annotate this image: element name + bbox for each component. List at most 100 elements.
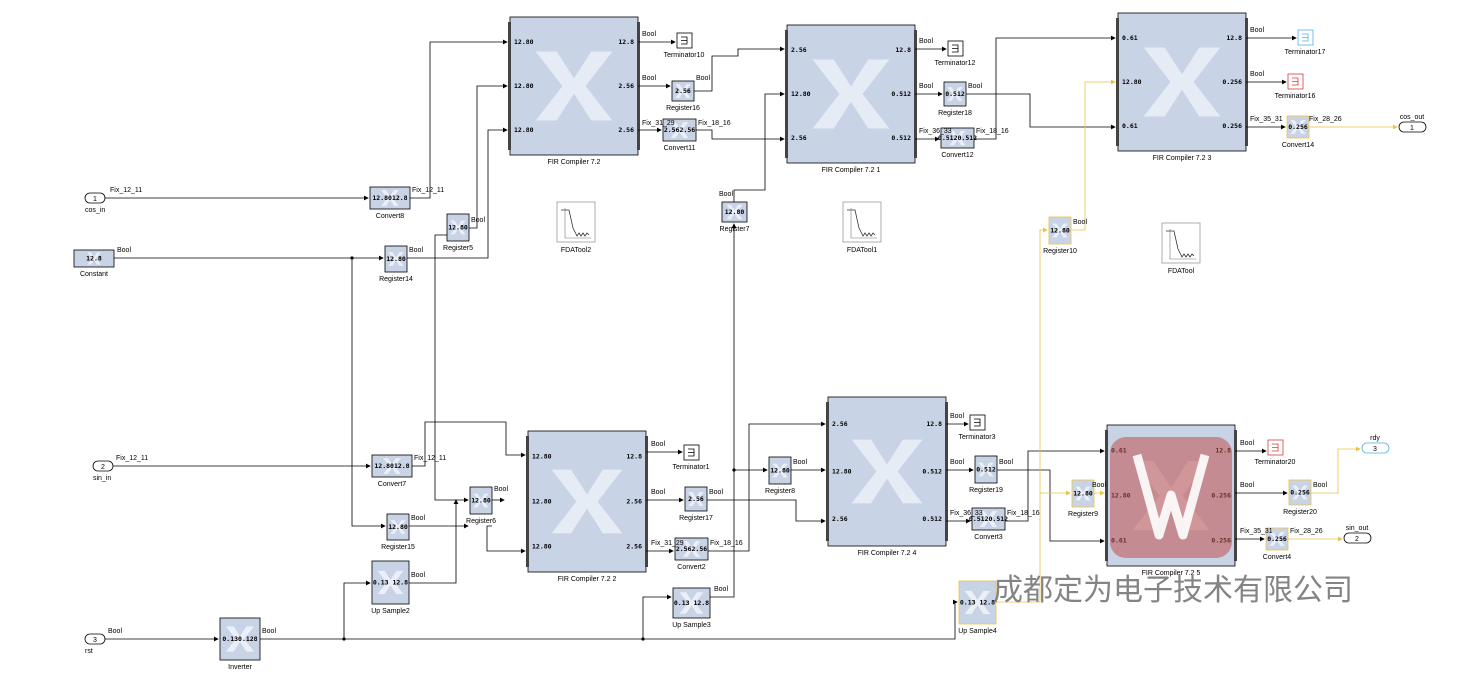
fdatool-block[interactable] [556, 201, 596, 243]
terminator-block[interactable] [683, 444, 700, 461]
upsample-block[interactable] [672, 587, 711, 619]
signal-wire[interactable] [642, 594, 672, 639]
block-name: FIR Compiler 7.2 3 [1153, 155, 1212, 162]
xilinx-logo-icon [450, 220, 466, 235]
block-value-label: 0.512 [945, 90, 965, 98]
signal-label: Fix_18_16 [976, 128, 1009, 135]
register-block[interactable] [384, 245, 408, 273]
output-port[interactable] [1343, 532, 1372, 544]
block-name: Convert4 [1263, 554, 1292, 561]
constant-block[interactable] [73, 249, 115, 268]
signal-wire[interactable] [412, 421, 526, 467]
fir-input-port-label: 2.56 [791, 46, 807, 54]
block-name: Constant [80, 271, 108, 278]
xilinx-logo-icon [87, 252, 101, 265]
block-value-label: 2.56 [675, 87, 691, 95]
block-name: Register6 [466, 518, 496, 525]
block-value-label: 0.512 [976, 466, 996, 474]
signal-label: Bool [1240, 440, 1254, 447]
fir-compiler-block[interactable] [826, 396, 948, 547]
convert-block[interactable] [674, 537, 709, 561]
xilinx-logo-icon [390, 520, 406, 534]
register-block[interactable] [721, 201, 748, 223]
register-block[interactable] [768, 456, 792, 485]
signal-wire[interactable] [469, 83, 508, 229]
convert-block[interactable] [662, 118, 697, 142]
signal-wire[interactable] [997, 469, 1105, 544]
signal-wire[interactable] [996, 227, 1048, 603]
block-value-label: 12.80 [1050, 227, 1070, 235]
signal-label: Bool [709, 489, 723, 496]
convert-block[interactable] [1286, 115, 1310, 139]
xilinx-logo-icon [1292, 485, 1308, 500]
block-name: Convert11 [664, 145, 696, 152]
fir-input-port-label: 12.80 [532, 452, 552, 460]
terminator-block[interactable] [1287, 73, 1304, 90]
terminator-block[interactable] [676, 32, 693, 49]
convert-block[interactable] [940, 127, 975, 149]
inverter-block[interactable] [219, 617, 261, 661]
fir-compiler-block[interactable] [526, 430, 648, 573]
register-block[interactable] [1048, 216, 1072, 245]
terminator-block[interactable] [947, 40, 964, 57]
signal-wire[interactable] [434, 234, 469, 503]
register-block[interactable] [1071, 479, 1095, 508]
convert-block[interactable] [369, 186, 411, 210]
signal-wire[interactable] [966, 93, 1116, 130]
signal-wire[interactable] [1311, 446, 1361, 494]
signal-wire[interactable] [351, 258, 386, 529]
upsample-block[interactable] [958, 580, 997, 625]
block-value-label: 12.8012.8 [374, 462, 409, 470]
block-name: Register16 [666, 105, 700, 112]
signal-label: Fix_18_16 [1007, 510, 1040, 517]
fir-compiler-block[interactable] [1116, 12, 1248, 152]
signal-label: Bool [108, 628, 122, 635]
xilinx-logo-icon [1269, 532, 1285, 546]
xilinx-logo-icon [978, 462, 994, 477]
signal-wire[interactable] [974, 35, 1116, 140]
fir-output-port-label: 0.256 [1222, 122, 1242, 130]
signal-wire[interactable] [707, 499, 826, 524]
register-block[interactable] [943, 81, 967, 107]
xilinx-logo-icon [1143, 47, 1221, 117]
fir-output-port-label: 0.512 [922, 468, 942, 476]
signal-wire[interactable] [696, 129, 785, 142]
fdatool-block[interactable] [1161, 222, 1201, 264]
terminator-block[interactable] [1267, 439, 1284, 456]
terminator-block[interactable] [969, 414, 986, 431]
convert-block[interactable] [1265, 527, 1289, 551]
block-name: Convert12 [941, 152, 973, 159]
signal-wire[interactable] [486, 525, 526, 554]
fir-input-port-label: 2.56 [791, 134, 807, 142]
block-name: Terminator16 [1275, 93, 1316, 100]
output-port[interactable] [1398, 121, 1427, 133]
upsample-block[interactable] [371, 560, 410, 605]
fir-input-port-label: 12.80 [791, 90, 811, 98]
register-block[interactable] [386, 513, 410, 541]
register-block[interactable] [446, 213, 470, 242]
register-block[interactable] [684, 486, 708, 512]
signal-wire[interactable] [708, 421, 826, 552]
convert-block[interactable] [371, 454, 413, 478]
signal-wire[interactable] [1005, 448, 1105, 522]
signal-wire[interactable] [407, 127, 508, 259]
signal-wire[interactable] [260, 599, 958, 640]
register-block[interactable] [1288, 479, 1312, 506]
signal-label: Bool [696, 75, 710, 82]
convert-block[interactable] [971, 507, 1006, 531]
fdatool-block[interactable] [842, 201, 882, 243]
signal-wire[interactable] [694, 46, 785, 92]
output-port[interactable] [1361, 442, 1390, 454]
signal-wire[interactable] [733, 91, 785, 202]
signal-wire[interactable] [343, 580, 371, 639]
signal-wire[interactable] [1071, 79, 1116, 231]
xilinx-logo-icon [675, 84, 691, 98]
signal-wire[interactable] [410, 39, 508, 199]
signal-wire[interactable] [710, 223, 737, 598]
register-block[interactable] [974, 455, 998, 484]
signal-wire[interactable] [409, 499, 459, 584]
block-value-label: 0.256 [1267, 535, 1287, 543]
terminator-block[interactable] [1297, 29, 1314, 46]
register-block[interactable] [469, 486, 493, 515]
xilinx-logo-icon [535, 51, 613, 121]
